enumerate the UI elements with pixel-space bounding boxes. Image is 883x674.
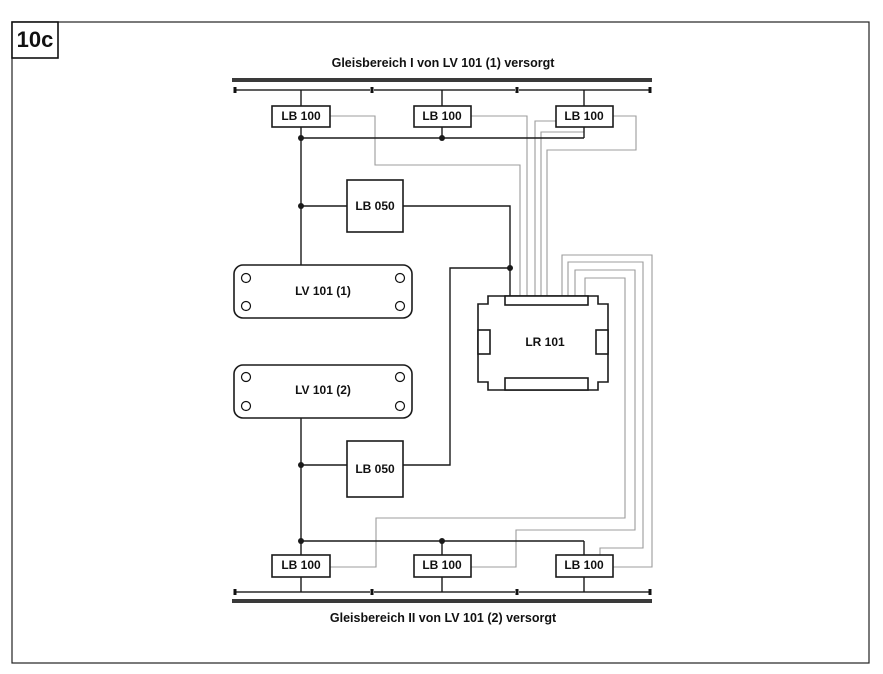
booster-label: LB 100: [422, 558, 462, 572]
lb050-label: LB 050: [355, 199, 395, 213]
junction-dot: [298, 538, 304, 544]
lr101-housing: [477, 295, 609, 391]
mounting-hole: [240, 400, 252, 412]
junction-dot: [439, 135, 445, 141]
figure-label-text: 10c: [17, 27, 54, 52]
top-track: [232, 78, 652, 93]
lb050-upper-out: [403, 205, 511, 296]
mounting-hole: [394, 300, 406, 312]
booster-box: [271, 105, 331, 128]
lr101-unit: LR 101: [477, 295, 609, 391]
mounting-hole: [394, 272, 406, 284]
signal-wire: [546, 115, 637, 296]
junction-dot: [507, 265, 513, 271]
junction-dot: [298, 462, 304, 468]
lv101-unit-2: LV 101 (2): [233, 364, 413, 419]
top-booster-2: LB 100: [413, 105, 472, 128]
booster-box: [555, 105, 614, 128]
signal-wire: [330, 277, 626, 568]
lb050-box: [346, 440, 404, 498]
bottom-booster-3: LB 100: [555, 554, 614, 578]
top-booster-3: LB 100: [555, 105, 614, 128]
signal-wire: [470, 269, 636, 568]
lv101-label: LV 101 (1): [295, 284, 351, 298]
lr101-slot-top: [504, 295, 589, 306]
lv101-box: [233, 264, 413, 319]
booster-box: [555, 554, 614, 578]
signal-wire: [470, 115, 528, 296]
bottom-signal-wires: [330, 254, 653, 568]
lr101-label: LR 101: [525, 335, 565, 349]
junction-dot: [439, 538, 445, 544]
lr101-slot-left: [477, 329, 491, 355]
booster-box: [413, 554, 472, 578]
top-track-title: Gleisbereich I von LV 101 (1) versorgt: [332, 56, 556, 70]
figure-label-box: [11, 21, 59, 59]
signal-wire: [561, 254, 653, 568]
lb050-label: LB 050: [355, 462, 395, 476]
booster-box: [271, 554, 331, 578]
bottom-booster-1: LB 100: [271, 554, 331, 578]
lr101-slot-bottom: [504, 377, 589, 391]
page-frame: [11, 21, 870, 664]
signal-wire: [534, 120, 556, 296]
bottom-booster-2: LB 100: [413, 554, 472, 578]
lb050-box: [346, 179, 404, 233]
figure-label: 10c: [11, 21, 59, 59]
mounting-hole: [394, 371, 406, 383]
junction-dot: [298, 203, 304, 209]
mounting-hole: [394, 400, 406, 412]
junctions: [298, 135, 513, 544]
lv101-label: LV 101 (2): [295, 383, 351, 397]
lv101-unit-1: LV 101 (1): [233, 264, 413, 319]
booster-label: LB 100: [281, 109, 321, 123]
lr101-slot-right: [595, 329, 609, 355]
booster-box: [413, 105, 472, 128]
lb050-upper: LB 050: [346, 179, 404, 233]
signal-wire: [330, 115, 521, 296]
junction-dot: [298, 135, 304, 141]
signal-wire: [567, 261, 644, 555]
booster-label: LB 100: [422, 109, 462, 123]
mounting-hole: [240, 300, 252, 312]
lb050-lower: LB 050: [346, 440, 404, 498]
booster-label: LB 100: [281, 558, 321, 572]
lb050-lower-out: [403, 267, 510, 466]
mounting-hole: [240, 371, 252, 383]
booster-label: LB 100: [564, 109, 604, 123]
lv101-box: [233, 364, 413, 419]
top-booster-1: LB 100: [271, 105, 331, 128]
mounting-hole: [240, 272, 252, 284]
booster-label: LB 100: [564, 558, 604, 572]
bottom-track-title: Gleisbereich II von LV 101 (2) versorgt: [330, 611, 557, 625]
